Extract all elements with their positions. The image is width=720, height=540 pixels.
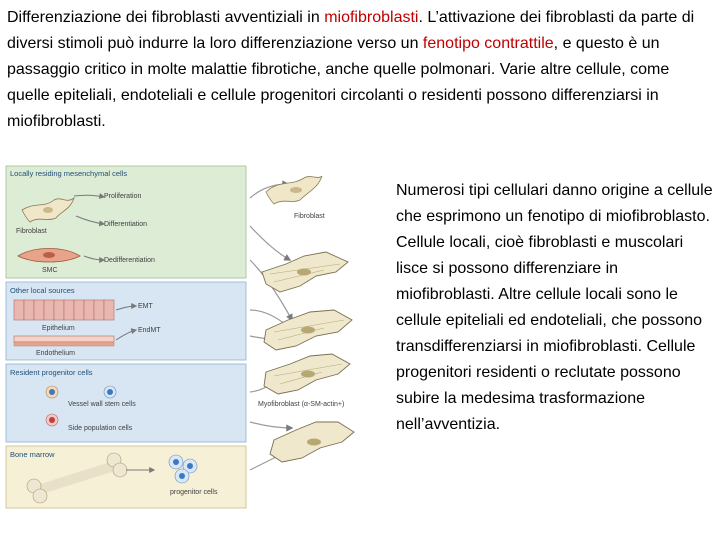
panel-other-local-sources: Other local sources Epithelium Endotheli… (5, 281, 247, 361)
fibroblast-right-icon (265, 175, 323, 205)
panel-resident-progenitor: Resident progenitor cells Vessel wall st… (5, 363, 247, 443)
intro-paragraph: Differenziazione dei fibroblasti avventi… (7, 5, 713, 135)
highlight-myofibroblasts: miofibroblasti (324, 9, 419, 26)
intro-text-2: . L’attivazione dei fibroblasti da parte… (7, 9, 695, 52)
label-emt: EMT (138, 303, 154, 310)
label-dedifferentiation: Dedifferentiation (104, 257, 155, 264)
progenitor-cells-icon (168, 454, 198, 484)
myofibroblast-cells-icon (261, 251, 355, 463)
myofibroblast-origin-figure: Locally residing mesenchymal cells Fibro… (5, 165, 355, 509)
label-differentiation: Differentiation (104, 221, 147, 228)
panel-title-local: Locally residing mesenchymal cells (10, 169, 127, 178)
panel-bone-marrow: Bone marrow progenitor cells (5, 445, 247, 509)
intro-text-3: , e questo è un passaggio critico in mol… (7, 35, 670, 130)
endothelium-icon (13, 335, 115, 347)
panel-title-resident: Resident progenitor cells (10, 368, 93, 377)
label-endothelium: Endothelium (36, 350, 75, 357)
label-epithelium: Epithelium (42, 325, 75, 332)
bone-icon (26, 452, 128, 504)
panel-title-marrow: Bone marrow (10, 450, 55, 459)
label-smc: SMC (42, 267, 58, 274)
panel-local-mesenchymal: Locally residing mesenchymal cells Fibro… (5, 165, 247, 279)
label-proliferation: Proliferation (104, 193, 141, 200)
highlight-contractile-phenotype: fenotipo contrattile (422, 35, 554, 52)
label-vessel-wall-stem-cells: Vessel wall stem cells (68, 401, 136, 408)
label-fibroblast-left: Fibroblast (16, 228, 47, 235)
label-endmt: EndMT (138, 327, 161, 334)
label-side-population: Side population cells (68, 425, 133, 432)
panel-title-other: Other local sources (10, 286, 75, 295)
epithelium-icon (13, 299, 115, 321)
label-fibroblast-right: Fibroblast (294, 213, 325, 220)
label-myofibroblast: Myofibroblast (α-SM-actin+) (258, 401, 344, 408)
side-description: Numerosi tipi cellulari danno origine a … (396, 182, 713, 433)
intro-text-1: Differenziazione dei fibroblasti avventi… (7, 9, 325, 26)
label-progenitor-cells: progenitor cells (170, 489, 218, 496)
